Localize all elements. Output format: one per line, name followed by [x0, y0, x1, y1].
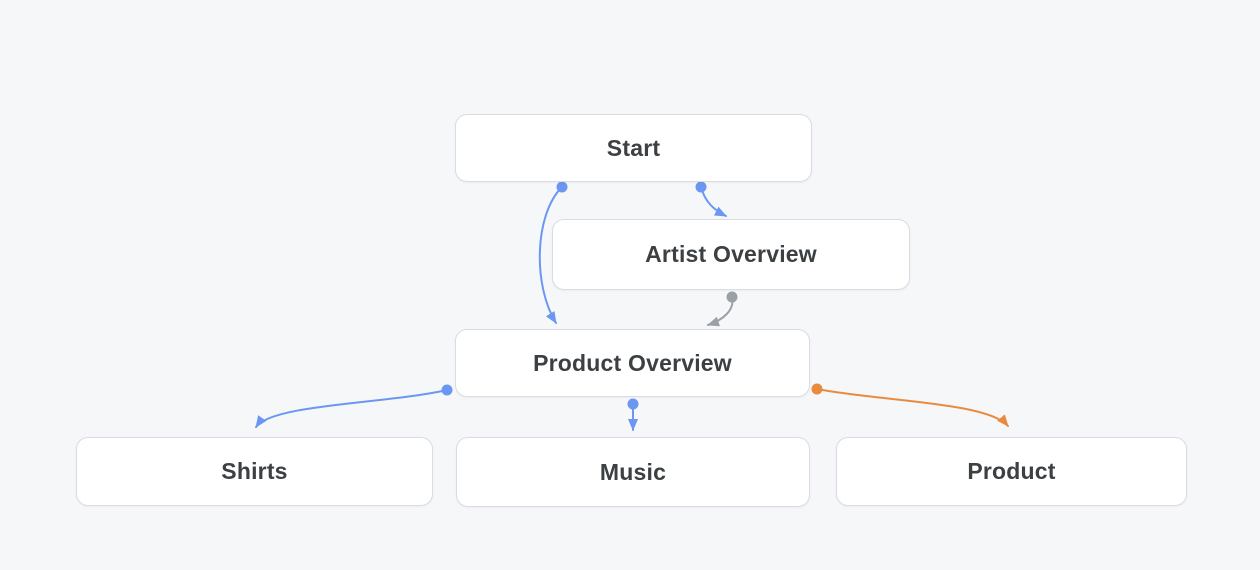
node-product[interactable]: Product — [836, 437, 1187, 506]
edge-source-handle-product-overview-to-music[interactable] — [627, 398, 639, 410]
node-label-music: Music — [599, 458, 667, 485]
edge-source-handle-product-overview-to-shirts[interactable] — [441, 384, 453, 396]
edge-product-overview-to-shirts[interactable] — [255, 389, 448, 428]
node-label-product: Product — [967, 458, 1056, 484]
node-product-overview[interactable]: Product Overview — [455, 329, 810, 397]
edge-source-handle-artist-overview-to-product-overview[interactable] — [726, 291, 738, 303]
edge-source-handle-start-to-artist-overview[interactable] — [695, 181, 707, 193]
edge-product-overview-to-product[interactable] — [816, 388, 1009, 427]
node-artist-overview[interactable]: Artist Overview — [552, 219, 910, 290]
edge-source-handle-product-overview-to-product[interactable] — [811, 383, 823, 395]
node-music[interactable]: Music — [456, 437, 810, 507]
edge-start-to-product-overview[interactable] — [538, 186, 563, 324]
node-shirts[interactable]: Shirts — [76, 437, 433, 506]
node-label-product-overview: Product Overview — [533, 349, 732, 376]
edge-source-handle-start-to-product-overview[interactable] — [556, 181, 568, 193]
node-label-start: Start — [606, 134, 661, 161]
node-start[interactable]: Start — [455, 114, 812, 182]
node-label-artist-overview: Artist Overview — [645, 241, 817, 267]
node-label-shirts: Shirts — [221, 458, 288, 484]
edge-start-to-artist-overview[interactable] — [700, 186, 727, 217]
